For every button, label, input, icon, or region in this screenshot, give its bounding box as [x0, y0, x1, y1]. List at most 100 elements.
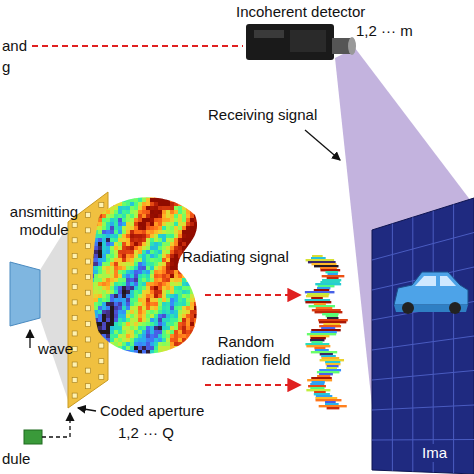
art-part — [170, 226, 174, 230]
art-part — [166, 350, 170, 354]
art-part — [98, 202, 102, 206]
art-part — [162, 246, 166, 250]
art-part — [138, 350, 142, 354]
art-part — [122, 314, 126, 318]
art-part — [166, 210, 170, 214]
art-part — [154, 294, 158, 298]
plane-label: Ima — [420, 444, 449, 462]
art-part — [110, 310, 114, 314]
art-part — [110, 358, 114, 362]
art-part — [174, 206, 178, 210]
art-part — [134, 262, 138, 266]
art-part — [162, 350, 166, 354]
art-part — [138, 354, 142, 358]
art-part — [130, 222, 134, 226]
art-part — [110, 194, 114, 198]
art-part — [90, 210, 94, 214]
art-part — [158, 342, 162, 346]
art-part — [154, 282, 158, 286]
art-part — [166, 194, 170, 198]
art-part — [178, 298, 182, 302]
art-part — [118, 294, 122, 298]
art-part — [182, 222, 186, 226]
art-part — [126, 210, 130, 214]
art-part — [206, 274, 210, 278]
art-part — [102, 294, 106, 298]
art-part — [202, 242, 206, 246]
art-part — [146, 190, 150, 194]
art-part — [114, 274, 118, 278]
art-part — [154, 198, 158, 202]
art-part — [154, 218, 158, 222]
art-part — [94, 266, 98, 270]
art-part — [170, 274, 174, 278]
art-part — [150, 286, 154, 290]
art-part — [118, 206, 122, 210]
art-part — [130, 358, 134, 362]
art-part — [198, 294, 202, 298]
art-part — [166, 290, 170, 294]
art-part — [178, 294, 182, 298]
art-part — [118, 214, 122, 218]
art-part — [122, 270, 126, 274]
art-part — [106, 326, 110, 330]
art-part — [162, 222, 166, 226]
art-part — [106, 294, 110, 298]
art-part — [162, 322, 166, 326]
art-part — [194, 346, 198, 350]
art-part — [122, 342, 126, 346]
art-part — [110, 270, 114, 274]
art-part — [126, 322, 130, 326]
art-part — [202, 206, 206, 210]
art-part — [170, 346, 174, 350]
art-part — [158, 270, 162, 274]
art-part — [118, 250, 122, 254]
art-part — [142, 238, 146, 242]
art-part — [138, 342, 142, 346]
control-line — [42, 413, 70, 437]
art-part — [150, 278, 154, 282]
art-part — [154, 338, 158, 342]
art-part — [178, 198, 182, 202]
art-part — [94, 318, 98, 322]
art-part — [182, 358, 186, 362]
art-part — [198, 186, 202, 190]
art-part — [134, 250, 138, 254]
art-part — [130, 206, 134, 210]
art-part — [138, 330, 142, 334]
art-part — [186, 286, 190, 290]
art-part — [178, 290, 182, 294]
art-part — [150, 226, 154, 230]
art-part — [98, 190, 102, 194]
art-part — [106, 198, 110, 202]
art-part — [110, 190, 114, 194]
art-part — [72, 269, 77, 274]
art-part — [122, 274, 126, 278]
art-part — [126, 350, 130, 354]
art-part — [166, 314, 170, 318]
art-part — [170, 354, 174, 358]
art-part — [170, 214, 174, 218]
art-part — [198, 274, 202, 278]
art-part — [102, 242, 106, 246]
art-part — [194, 338, 198, 342]
art-part — [206, 338, 210, 342]
art-part — [102, 218, 106, 222]
art-part — [154, 246, 158, 250]
art-part — [122, 214, 126, 218]
art-part — [114, 190, 118, 194]
art-part — [186, 294, 190, 298]
art-part — [98, 266, 102, 270]
art-part — [134, 322, 138, 326]
art-part — [122, 266, 126, 270]
art-part — [202, 186, 206, 190]
art-part — [98, 306, 102, 310]
art-part — [134, 310, 138, 314]
art-part — [166, 334, 170, 338]
art-part — [102, 290, 106, 294]
art-part — [146, 294, 150, 298]
art-part — [138, 218, 142, 222]
art-part — [206, 238, 210, 242]
art-part — [146, 230, 150, 234]
art-part — [206, 286, 210, 290]
